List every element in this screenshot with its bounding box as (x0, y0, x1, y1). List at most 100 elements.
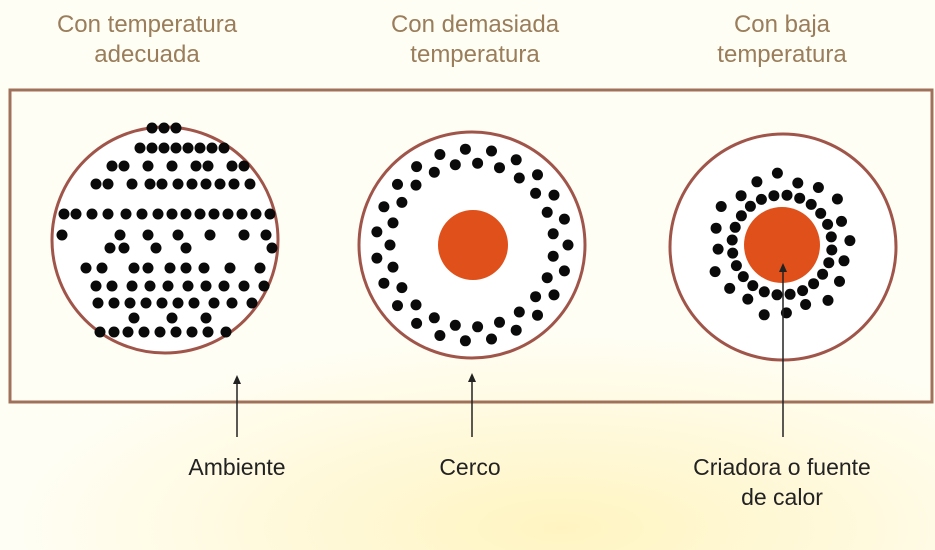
chick-dot (378, 277, 390, 289)
chick-dot (214, 178, 226, 190)
chick-dot (166, 160, 178, 172)
chick-dot (541, 206, 553, 218)
chick-dot (822, 294, 834, 306)
arrowhead-ambiente (233, 375, 241, 384)
chick-dot (220, 326, 232, 338)
chick-dot (726, 234, 738, 246)
chick-dot (56, 229, 68, 241)
chick-dot (410, 179, 422, 191)
chick-dot (396, 196, 408, 208)
chick-dot (530, 187, 542, 199)
chick-dot (558, 265, 570, 277)
chick-dot (182, 280, 194, 292)
chick-dot (822, 218, 834, 230)
chick-dot (735, 190, 747, 202)
heading-too-cold-line1: Con baja (733, 11, 831, 38)
chick-dot (729, 221, 741, 233)
chick-dot (166, 208, 178, 220)
chick-dot (548, 189, 560, 201)
chick-dot (494, 162, 505, 174)
chick-dot (709, 266, 721, 278)
chick-dot (138, 326, 150, 338)
chick-dot (532, 309, 543, 321)
chick-dot (226, 160, 238, 172)
chick-dot (154, 326, 166, 338)
chick-dot (250, 208, 262, 220)
caption-cerco: Cerco (330, 452, 610, 482)
chick-dot (794, 192, 806, 204)
chick-dot (771, 167, 783, 179)
chick-dot (114, 229, 126, 241)
chick-dot (200, 280, 212, 292)
chick-dot (758, 286, 770, 298)
chick-dot (158, 122, 170, 134)
chick-dot (392, 300, 403, 312)
chick-dot (410, 299, 422, 311)
chick-dot (238, 160, 250, 172)
chick-dot (144, 280, 156, 292)
chick-dot (781, 189, 793, 201)
chick-dot (449, 159, 461, 171)
chick-dot (815, 207, 827, 219)
chick-dot (238, 229, 250, 241)
chick-dot (146, 142, 158, 154)
chick-dot (411, 317, 423, 329)
chick-dot (158, 142, 170, 154)
chick-dot (86, 208, 98, 220)
chick-dot (180, 208, 192, 220)
chick-dot (94, 326, 106, 338)
heading-adequate-line2: adecuada (94, 41, 200, 68)
chick-dot (118, 160, 130, 172)
chick-dot (118, 242, 130, 254)
chick-dot (208, 208, 220, 220)
chick-dot (434, 330, 446, 341)
heading-too-hot: Con demasiada temperatura (355, 10, 595, 70)
chick-dot (182, 142, 194, 154)
chick-dot (170, 122, 182, 134)
chick-dot (126, 178, 138, 190)
chick-dot (120, 208, 132, 220)
chick-dot (128, 262, 140, 274)
chick-dot (172, 229, 184, 241)
chick-dot (194, 208, 206, 220)
chick-dot (371, 252, 383, 264)
chick-dot (108, 326, 120, 338)
chick-dot (513, 306, 525, 318)
chick-dot (134, 142, 146, 154)
chick-dot (836, 215, 847, 227)
chick-dot (449, 319, 461, 331)
chick-dot (510, 154, 522, 166)
chick-dot (208, 297, 220, 309)
chick-dot (228, 178, 240, 190)
chick-dot (428, 312, 440, 324)
chick-dot (387, 261, 399, 273)
chick-dot (226, 297, 238, 309)
chick-dot (126, 280, 138, 292)
chick-dot (826, 244, 838, 256)
chick-dot (172, 297, 184, 309)
chick-dot (124, 297, 136, 309)
chick-dot (218, 142, 230, 154)
caption-heat-source-line2: de calor (741, 484, 823, 510)
chick-dot (805, 198, 817, 210)
chick-dot (825, 231, 837, 243)
chick-dot (244, 178, 256, 190)
chick-dot (156, 178, 168, 190)
chick-dot (200, 312, 212, 324)
pointer-arrows (233, 263, 787, 437)
heading-too-cold-line2: temperatura (717, 41, 847, 68)
chick-dot (236, 208, 248, 220)
chick-dot (823, 257, 835, 269)
chick-dot (180, 262, 192, 274)
chick-dot (834, 275, 845, 287)
chick-dot (58, 208, 70, 220)
chick-dot (170, 326, 182, 338)
chick-dot (104, 242, 116, 254)
chick-dot (202, 326, 214, 338)
chick-dot (142, 262, 154, 274)
chick-dot (108, 297, 120, 309)
chick-dot (727, 247, 739, 259)
chick-dot (547, 228, 559, 240)
chick-dot (510, 324, 522, 336)
chick-dot (817, 268, 829, 280)
